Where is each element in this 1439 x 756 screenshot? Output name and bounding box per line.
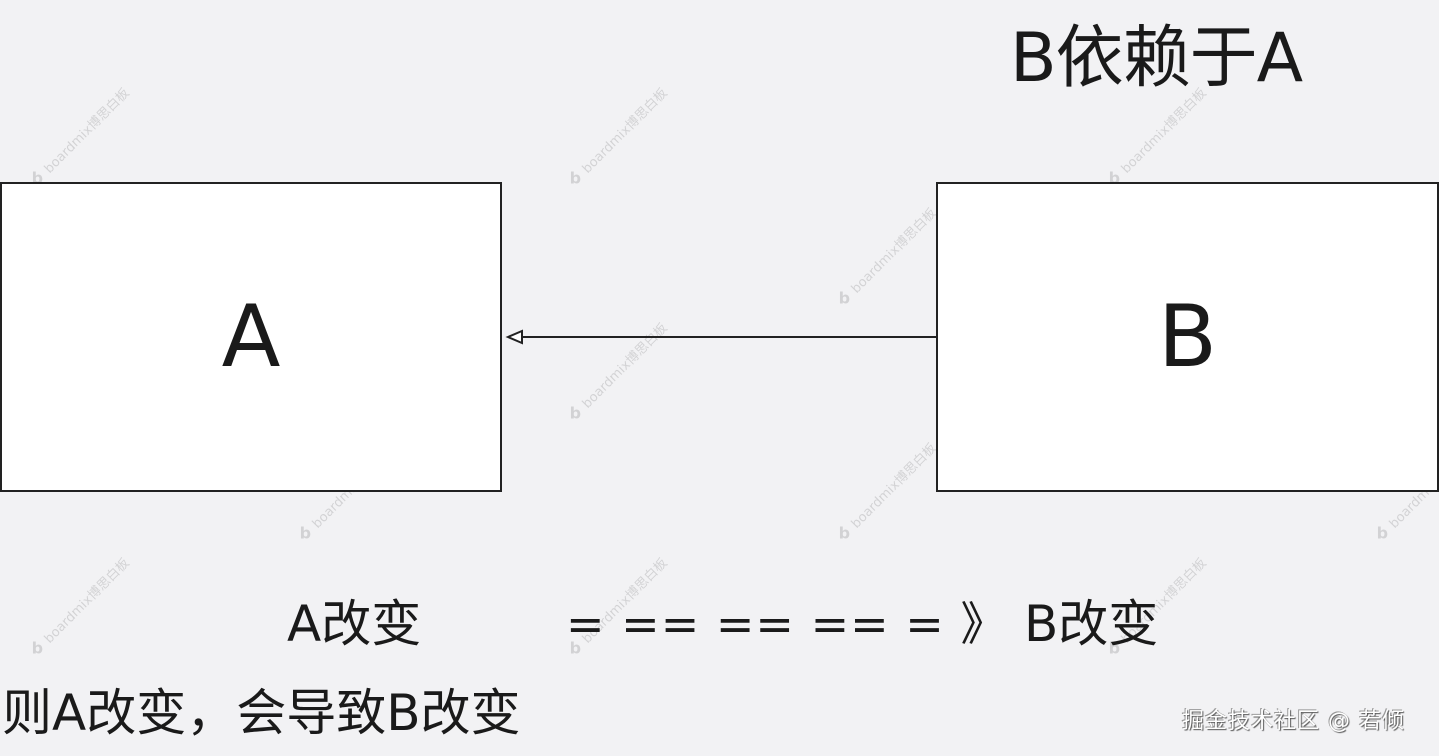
node-b-label: B <box>1158 287 1217 387</box>
caption-conclusion: 则A改变，会导致B改变 <box>2 684 521 742</box>
node-b: B <box>936 182 1439 492</box>
credit-watermark: 掘金技术社区 @ 若倾 <box>1182 709 1405 734</box>
caption-a-change: A改变 <box>287 595 422 653</box>
diagram-title: B依赖于A <box>1010 19 1303 98</box>
caption-b-change: B改变 <box>1024 595 1159 653</box>
caption-arrow: = == == == = 》 <box>566 597 1008 651</box>
node-a-label: A <box>221 287 281 387</box>
node-a: A <box>0 182 502 492</box>
open-triangle-arrowhead-icon <box>505 329 523 345</box>
